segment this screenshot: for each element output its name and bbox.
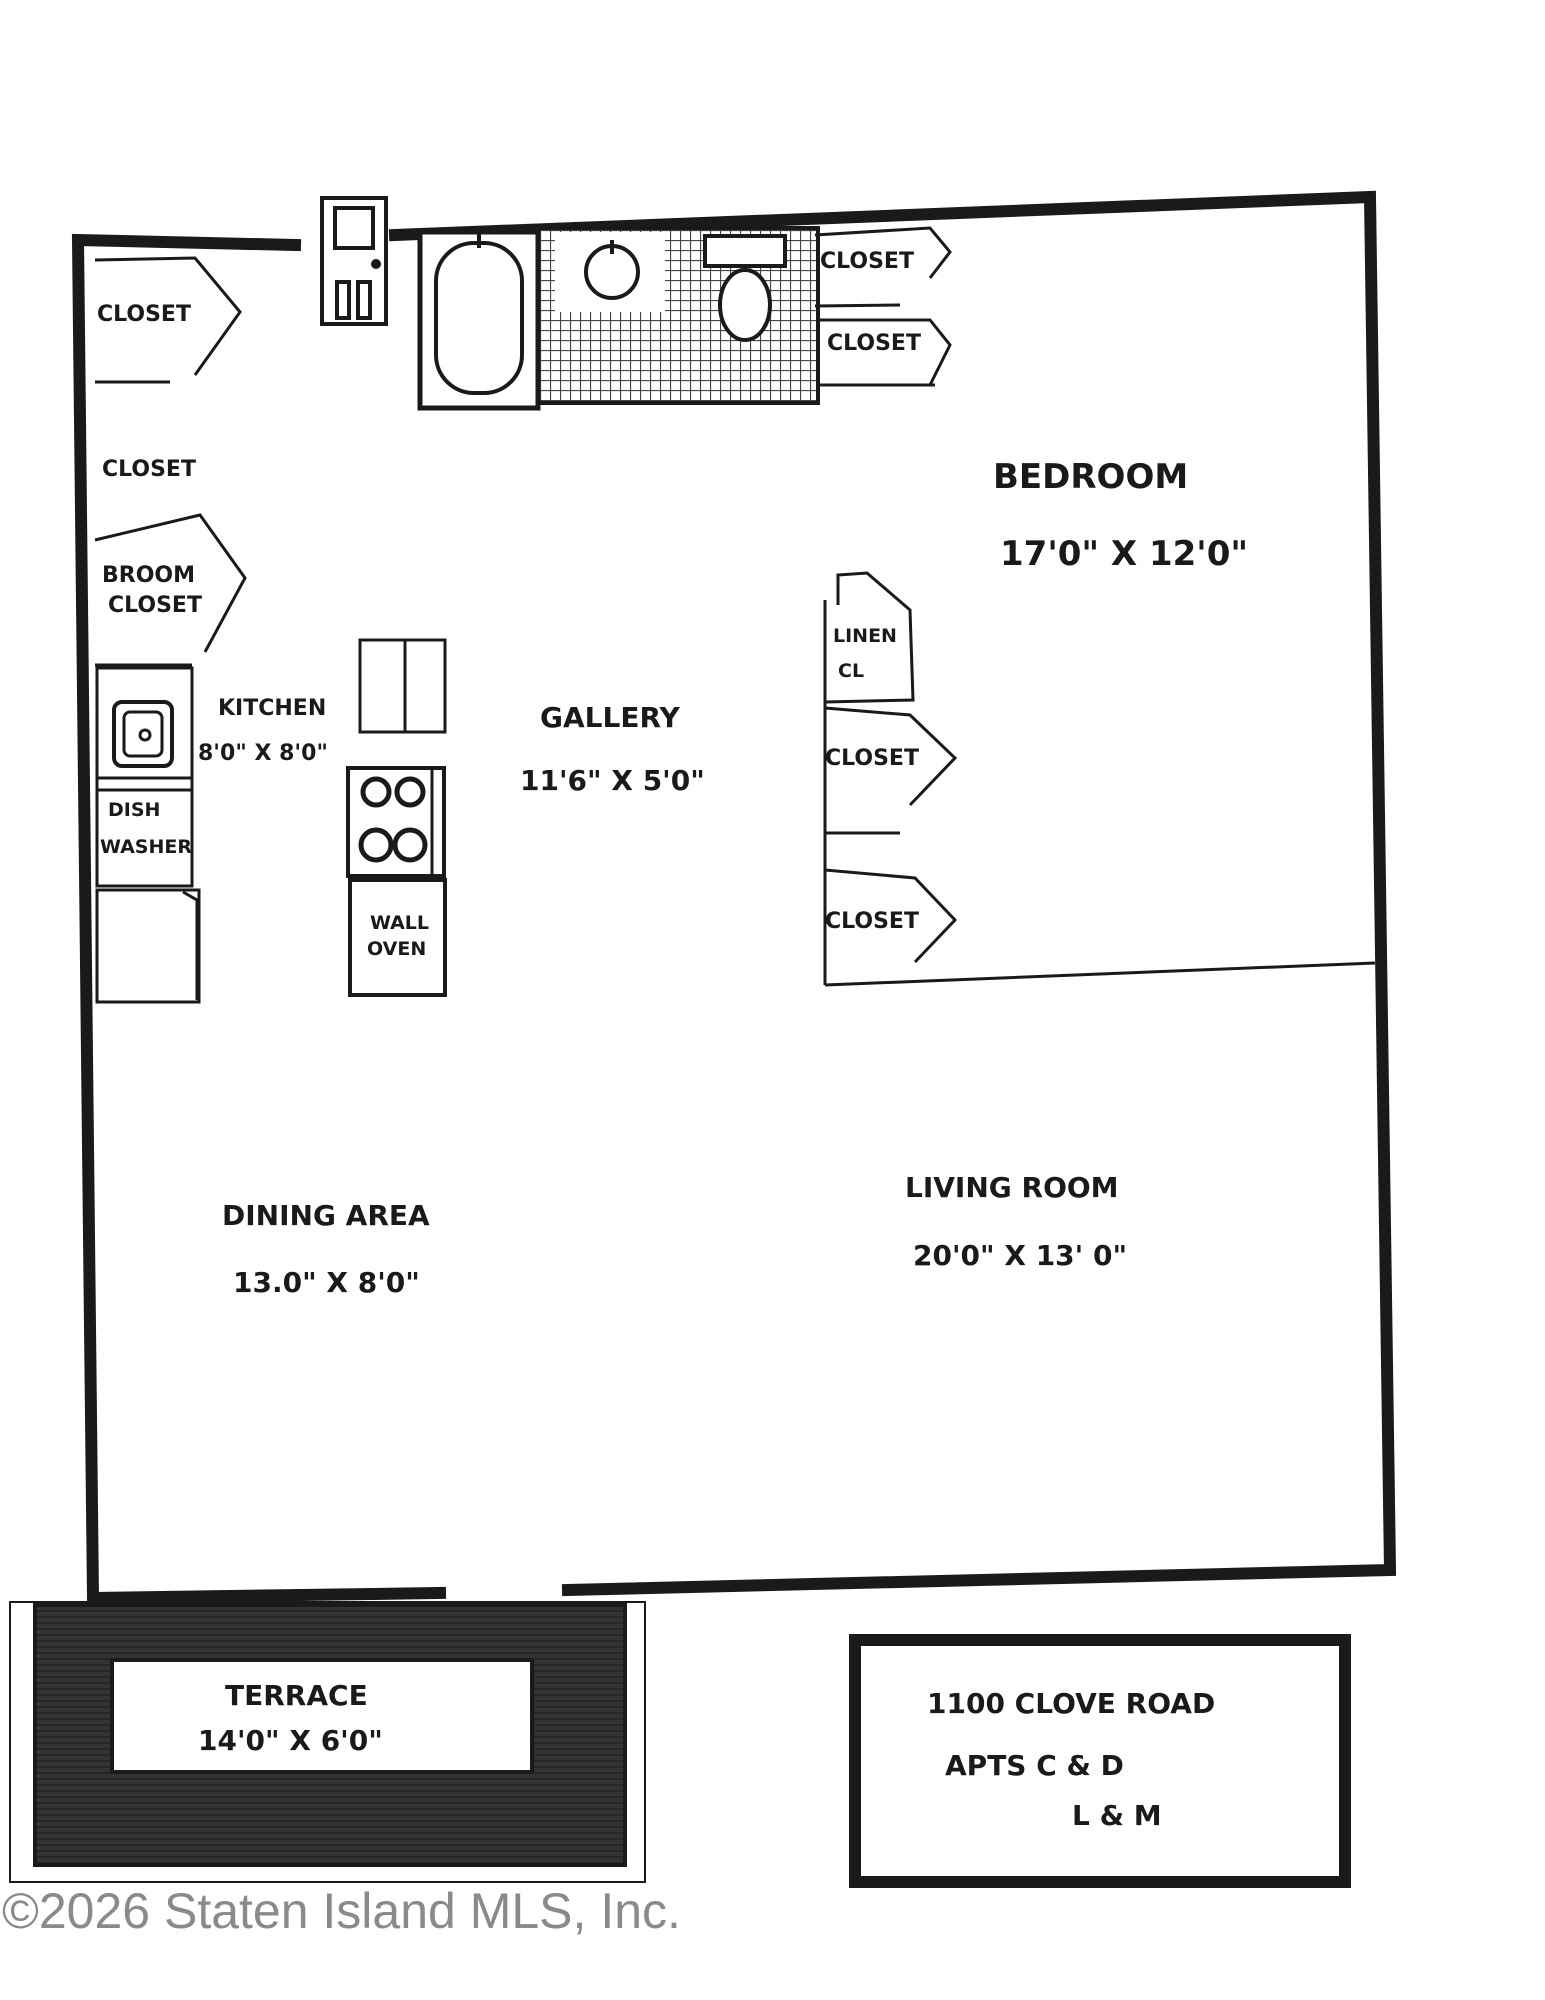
address-line-3: L & M [1072,1799,1162,1832]
toilet-tank [703,234,787,268]
burner-1 [360,776,392,808]
address-line-2: APTS C & D [945,1749,1124,1782]
terrace-name: TERRACE [225,1679,368,1712]
bedroom-name: BEDROOM [993,457,1188,497]
kitchen-name: KITCHEN [218,696,326,721]
wall-top-right [388,190,1397,1597]
closet-bath-2-label: CLOSET [827,331,921,356]
lower-cabinet [95,888,201,1004]
upper-cabinets [358,638,447,734]
gallery-dims: 11'6" X 5'0" [520,764,705,797]
dishwasher [95,788,194,888]
dishwasher-label-1: DISH [108,799,160,821]
kitchen-sink [112,700,174,768]
wall-oven [348,878,447,997]
right-closets [823,571,1376,987]
bathroom [417,226,820,411]
dining-area-name: DINING AREA [222,1199,430,1232]
closet-right-2-label: CLOSET [825,909,919,934]
living-room-dims: 20'0" X 13' 0" [913,1239,1127,1272]
address-line-1: 1100 CLOVE ROAD [927,1687,1215,1720]
bedroom-dims: 17'0" X 12'0" [1000,534,1248,574]
burner-3 [358,827,394,863]
closet-left-top-label: CLOSET [97,302,191,327]
living-room-name: LIVING ROOM [905,1171,1119,1204]
copyright-watermark: ©2026 Staten Island MLS, Inc. [2,1883,681,1939]
terrace-label-box [110,1658,534,1774]
bath-closets [814,226,952,387]
broom-closet-label-2: CLOSET [108,593,202,618]
cooktop [346,766,446,878]
dishwasher-label-2: WASHER [100,836,192,858]
outer-walls [71,190,1397,1605]
bathtub [434,241,524,395]
dining-area-dims: 13.0" X 8'0" [233,1266,420,1299]
linen-closet-label-2: CL [838,660,864,682]
kitchen-fixtures [95,638,447,1004]
toilet-bowl [718,268,772,342]
gallery-name: GALLERY [540,701,680,734]
terrace [9,1601,646,1883]
kitchen-dims: 8'0" X 8'0" [198,741,328,766]
entry-door [320,196,388,326]
left-closets [94,256,247,667]
burner-2 [394,776,426,808]
linen-closet-label-1: LINEN [833,625,897,647]
wall-top-left [71,233,447,1605]
terrace-dims: 14'0" X 6'0" [198,1724,383,1757]
closet-right-1-label: CLOSET [825,746,919,771]
wall-oven-label-1: WALL [370,912,429,934]
closet-bath-1-label: CLOSET [820,249,914,274]
closet-left-mid-label: CLOSET [102,457,196,482]
wall-oven-label-2: OVEN [367,938,426,960]
burner-4 [392,827,428,863]
address-box [849,1634,1351,1888]
broom-closet-label-1: BROOM [102,563,195,588]
